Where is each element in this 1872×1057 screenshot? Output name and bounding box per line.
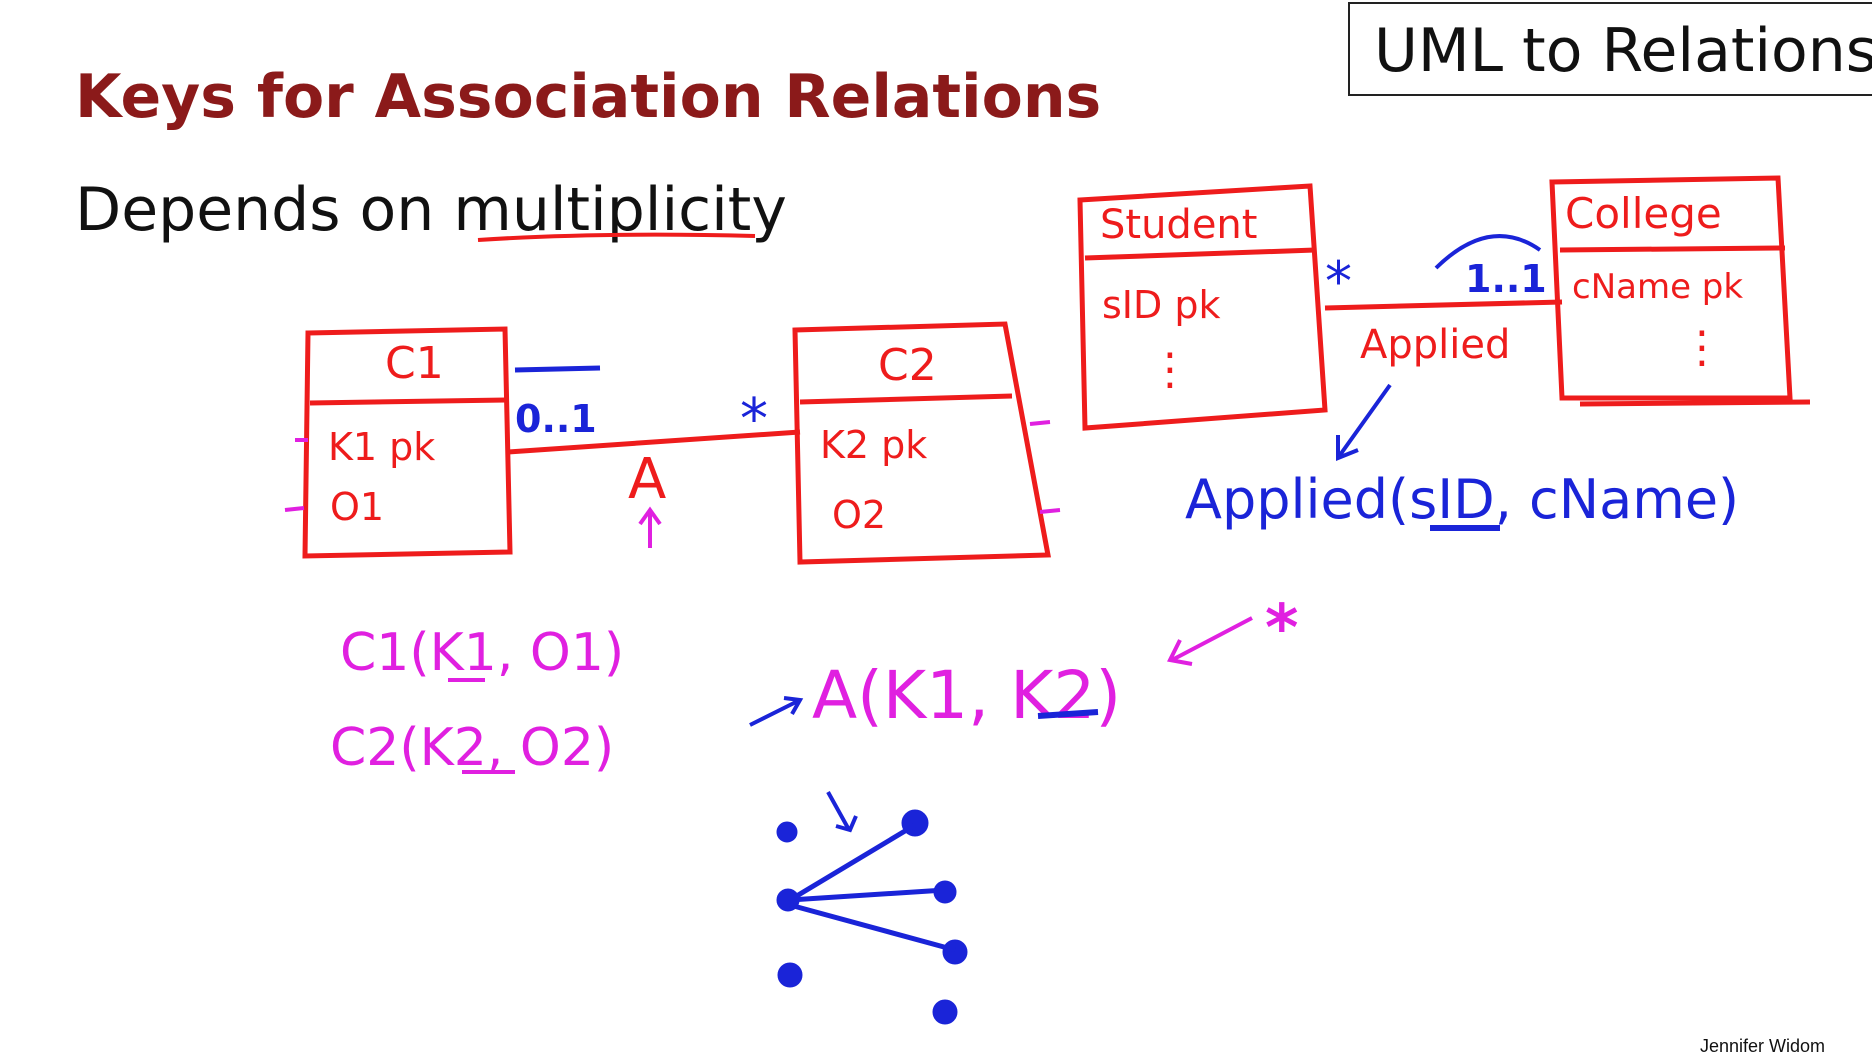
schema-a: A(K1, K2) bbox=[812, 657, 1121, 734]
arrow-to-a-schema bbox=[749, 696, 804, 727]
association-label-a: A bbox=[628, 447, 666, 512]
c2-tick-marks bbox=[1029, 420, 1061, 514]
schema-applied: Applied(sID, cName) bbox=[1185, 468, 1739, 531]
class-c2-name: C2 bbox=[878, 340, 937, 391]
class-c1-attr2: O1 bbox=[330, 485, 384, 529]
multiplicity-right: * bbox=[740, 387, 768, 452]
association-line-applied bbox=[1324, 299, 1563, 311]
class-college-attr2: ⋮ bbox=[1680, 322, 1724, 373]
arrow-up-to-a bbox=[638, 506, 662, 548]
topic-box: UML to Relations bbox=[1348, 2, 1872, 96]
class-box-c2 bbox=[792, 321, 1051, 565]
class-college-attr1: cName pk bbox=[1572, 267, 1743, 307]
multiplicity-arc bbox=[1434, 234, 1542, 270]
schema-c1: C1(K1, O1) bbox=[340, 623, 624, 683]
association-line-a bbox=[507, 429, 801, 455]
class-student-attr2: ⋮ bbox=[1148, 344, 1192, 395]
class-box-student bbox=[1077, 183, 1328, 431]
class-box-c1 bbox=[302, 326, 513, 559]
c1-tick-marks bbox=[284, 438, 308, 512]
class-c1-attr1: K1 pk bbox=[328, 425, 435, 469]
class-c2-attr1: K2 pk bbox=[820, 423, 927, 467]
class-c2-attr2: O2 bbox=[832, 493, 886, 537]
multiplicity-student: * bbox=[1325, 250, 1352, 313]
slide-title: Keys for Association Relations bbox=[75, 62, 1102, 132]
multiplicity-college: 1..1 bbox=[1465, 257, 1547, 301]
class-box-college bbox=[1549, 175, 1811, 407]
arrow-to-applied-schema bbox=[1336, 383, 1392, 461]
association-label-applied: Applied bbox=[1360, 322, 1510, 368]
star-mark: * bbox=[1265, 592, 1298, 666]
arrow-from-star bbox=[1167, 616, 1253, 666]
class-college-name: College bbox=[1565, 189, 1722, 238]
multiplicity-left: 0..1 bbox=[515, 397, 597, 441]
schema-a-key-underline bbox=[1037, 709, 1099, 719]
mult-underline-blue bbox=[514, 365, 601, 373]
class-c1-name: C1 bbox=[385, 338, 444, 389]
class-student-attr1: sID pk bbox=[1102, 283, 1220, 327]
schema-c2: C2(K2, O2) bbox=[330, 718, 614, 778]
multiplicity-underline bbox=[477, 232, 756, 242]
class-student-name: Student bbox=[1100, 202, 1257, 248]
mapping-dot-diagram bbox=[776, 791, 968, 1025]
